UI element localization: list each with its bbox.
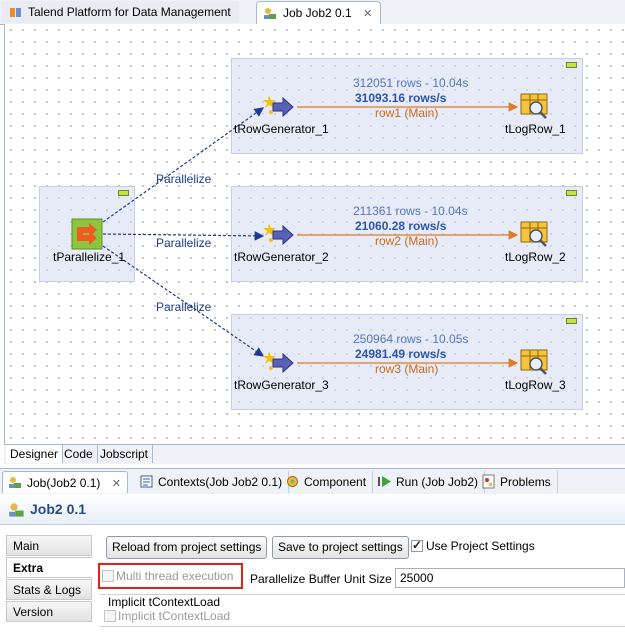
rows-per-second-stat: 21060.28 rows/s [355,219,447,233]
tab-label: Talend Platform for Data Management [28,5,231,19]
connections-layer [102,102,519,368]
buffer-size-label: Parallelize Buffer Unit Size [250,572,392,586]
contexts-icon [140,475,153,488]
tab-label: Component [304,475,367,489]
job-settings-nav: Main Extra Stats & Logs Version [6,535,92,643]
rows-time-stat: 312051 rows - 10.04s [353,76,469,90]
tab-label: Job Job2 0.1 [283,6,352,20]
problems-icon [482,474,495,489]
parallelize-link-1 [102,107,264,223]
tab-component[interactable]: Component [280,471,374,493]
subjob-collapse-toggle[interactable] [566,318,577,324]
tlogrow-label: tLogRow_2 [505,250,566,264]
run-icon [378,476,391,487]
tab-label: Run (Job Job2) [396,475,479,489]
parallelize-link-label: Parallelize [156,236,212,250]
close-tab-icon[interactable]: ✕ [111,478,121,490]
nav-version[interactable]: Version [6,601,92,622]
parallelize-link-label: Parallelize [156,172,212,186]
designer-tab-bar: Designer Code Jobscript [4,444,625,464]
component-icon [287,476,298,487]
implicit-section-title: Implicit tContextLoad [108,595,221,609]
flow-label[interactable]: row3 (Main) [375,362,439,376]
trowgenerator-label: tRowGenerator_1 [234,122,329,136]
use-project-settings-label: Use Project Settings [426,539,535,553]
flow-label[interactable]: row2 (Main) [375,234,439,248]
use-project-settings-checkbox[interactable] [411,538,423,552]
job-title: Job2 0.1 [30,501,87,517]
view-tab-bar: Job(Job2 0.1) ✕ Contexts(Job Job2 0.1) C… [0,468,625,495]
parallelize-link-3 [102,245,264,357]
tab-job-job2[interactable]: Job Job2 0.1 ✕ [256,1,382,25]
parallelize-link-label: Parallelize [156,300,212,314]
tab-problems[interactable]: Problems [476,471,558,493]
close-tab-icon[interactable]: ✕ [363,8,373,20]
tab-designer[interactable]: Designer [6,445,64,463]
tab-contexts[interactable]: Contexts(Job Job2 0.1) [134,471,290,493]
log-row-icon[interactable] [519,218,551,250]
rows-per-second-stat: 31093.16 rows/s [355,91,447,105]
trowgenerator-label: tRowGenerator_3 [234,378,329,392]
log-row-icon[interactable] [519,346,551,378]
row-generator-icon[interactable] [263,92,295,122]
talend-perspective-icon [10,8,21,17]
job-icon [9,477,21,488]
rows-time-stat: 250964 rows - 10.05s [353,332,469,346]
save-to-project-settings-button[interactable]: Save to project settings [272,536,409,559]
subjob-collapse-toggle[interactable] [566,62,577,68]
tab-label: Job(Job2 0.1) [27,476,101,490]
tab-label: Contexts(Job Job2 0.1) [158,475,283,489]
highlight-box [98,563,243,589]
tab-label: Problems [500,475,551,489]
subjob-collapse-toggle[interactable] [566,190,577,196]
row-generator-icon[interactable] [263,220,295,250]
rows-time-stat: 211361 rows - 10.04s [353,204,468,218]
job-view-header: Job2 0.1 [0,494,625,525]
buffer-size-input[interactable] [395,568,625,588]
tlogrow-label: tLogRow_1 [505,122,566,136]
rows-per-second-stat: 24981.49 rows/s [355,347,447,361]
subjob-collapse-toggle[interactable] [118,190,129,196]
tab-talend-platform[interactable]: Talend Platform for Data Management [2,1,239,23]
section-divider [100,594,625,595]
multi-thread-label: Multi thread execution [116,569,234,583]
job-icon [9,503,24,517]
log-row-icon[interactable] [519,90,551,122]
trowgenerator-label: tRowGenerator_2 [234,250,329,264]
reload-from-project-settings-button[interactable]: Reload from project settings [106,536,268,559]
tparallelize-component-icon[interactable] [71,218,103,250]
multi-thread-checkbox[interactable] [102,570,114,582]
job-icon [264,8,276,19]
section-divider [100,626,625,627]
flow-label[interactable]: row1 (Main) [375,106,439,120]
parallelize-link-2 [102,231,265,241]
nav-extra[interactable]: Extra [6,557,92,578]
row-generator-icon[interactable] [263,348,295,378]
editor-tab-bar: Talend Platform for Data Management Job … [0,0,625,25]
implicit-tcontextload-checkbox[interactable] [104,610,116,622]
tparallelize-label: tParallelize_1 [53,250,126,264]
tab-jobscript[interactable]: Jobscript [96,445,154,463]
nav-stats-logs[interactable]: Stats & Logs [6,579,92,600]
tab-code[interactable]: Code [60,445,98,463]
nav-main[interactable]: Main [6,535,92,556]
implicit-tcontextload-label: Implicit tContextLoad [118,609,231,623]
tab-job-settings[interactable]: Job(Job2 0.1) ✕ [2,471,128,493]
tlogrow-label: tLogRow_3 [505,378,566,392]
designer-canvas[interactable]: Parallelize Parallelize Parallelize tPar… [4,24,625,444]
tab-run[interactable]: Run (Job Job2) [372,471,486,493]
